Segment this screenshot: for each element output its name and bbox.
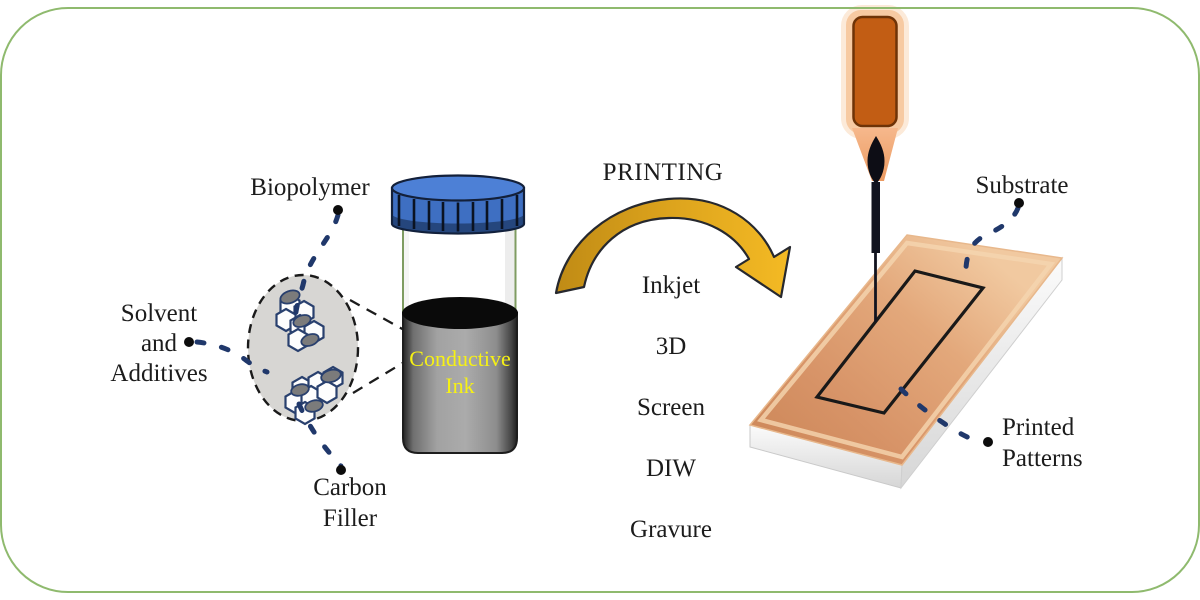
nozzle-body	[852, 15, 898, 128]
leader-dots-left	[184, 205, 346, 475]
printer-nozzle	[841, 5, 909, 322]
magnifier-expansion-lines	[349, 298, 407, 394]
conductive-ink-label: Conductive Ink	[409, 346, 511, 398]
leader-dots-right	[983, 198, 1024, 447]
printed-patterns-leader-line	[898, 386, 986, 446]
printed-patterns-label: Printed Patterns	[1002, 414, 1083, 472]
vial-glass	[402, 229, 517, 315]
printing-method-3d: 3D	[655, 332, 687, 360]
leader-lines-left	[194, 212, 344, 469]
substrate-label: Substrate	[975, 172, 1069, 199]
solvent-additives-label: Solvent and Additives	[110, 300, 208, 387]
printing-method-screen: Screen	[636, 393, 706, 421]
printing-method-diw: DIW	[646, 455, 696, 483]
printed-pattern-trace	[814, 269, 986, 415]
carbon-leader-line	[296, 401, 344, 469]
ink-vial	[390, 174, 526, 454]
substrate-top-face	[748, 234, 1064, 466]
solvent-dot	[184, 337, 194, 347]
biopolymer-molecule-cluster-top	[275, 289, 325, 353]
carbon-dot	[336, 465, 346, 475]
printed-patterns-dot	[983, 437, 993, 447]
printing-methods-list: Inkjet 3D Screen DIW Gravure	[630, 240, 712, 577]
needle-upper	[871, 182, 880, 253]
printing-method-inkjet: Inkjet	[641, 271, 701, 299]
printing-title: PRINTING	[602, 159, 724, 186]
solvent-leader-line	[194, 339, 270, 375]
substrate-slab	[748, 234, 1064, 490]
printing-arrow	[554, 197, 792, 299]
substrate-rim-highlight	[757, 240, 1056, 460]
substrate-dot	[1014, 198, 1024, 208]
carbon-filler-label: Carbon Filler	[313, 474, 387, 532]
carbon-molecule-cluster-bottom	[284, 365, 344, 426]
biopolymer-dot	[333, 205, 343, 215]
vial-ink	[402, 297, 518, 454]
printing-method-gravure: Gravure	[630, 516, 712, 544]
vial-cap	[390, 174, 526, 235]
biopolymer-label: Biopolymer	[250, 174, 370, 201]
leader-lines-right	[898, 205, 1021, 446]
ink-droplet	[867, 136, 885, 184]
biopolymer-leader-line	[292, 212, 341, 323]
